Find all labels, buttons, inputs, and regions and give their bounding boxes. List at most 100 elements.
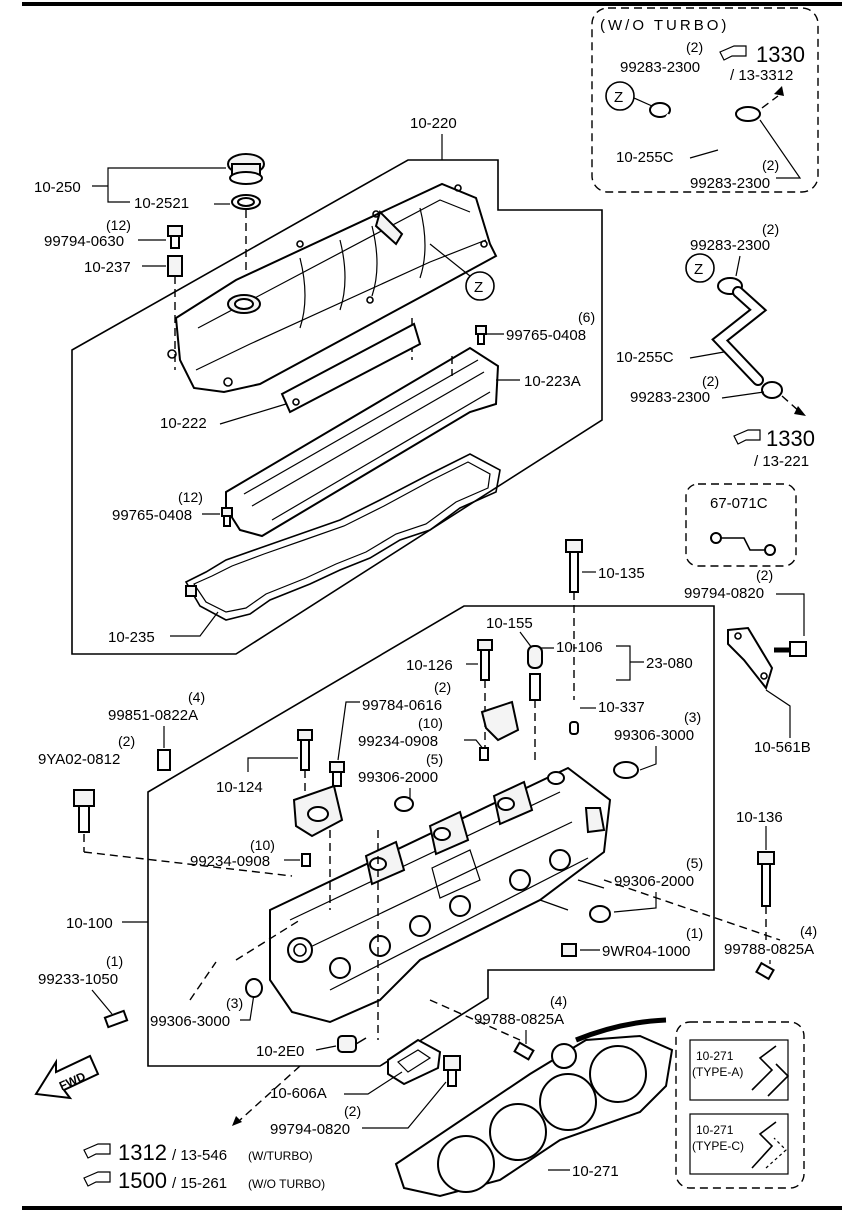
ref-hand-icon-2 [83, 1171, 111, 1187]
plug-9wr04-1000 [561, 943, 577, 957]
fwd-arrow-icon: FWD [34, 1054, 100, 1100]
cover-group-outline [71, 159, 603, 655]
bolt-99765-0408-a-label: 99765-0408 [506, 327, 586, 344]
pin-99234-0908-a [479, 747, 489, 761]
hose-clamp-top-label: 99283-2300 [690, 237, 770, 254]
bolt-10-136 [757, 851, 775, 940]
ref-13-546: / 13-546 [172, 1147, 227, 1164]
fitting-10-2e0-label: 10-2E0 [256, 1043, 304, 1060]
stud-99851-0822a-qty: (4) [188, 689, 205, 705]
plug-99306-2000-b [589, 905, 611, 923]
filler-gasket-label: 10-2521 [134, 195, 189, 212]
ref-1330-right: 1330 [766, 426, 815, 451]
plug-99306-3000-a-label: 99306-3000 [614, 727, 694, 744]
head-group-outline [147, 605, 715, 1067]
plug-99306-3000-b [245, 978, 263, 998]
head-gasket-drawing [394, 1017, 674, 1198]
pin-99234-0908-a-label: 99234-0908 [358, 733, 438, 750]
bolt-10-126 [477, 639, 493, 760]
wo-hose-clamp-top-qty: (2) [686, 39, 703, 55]
bolt-99765-0408-b-qty: (12) [178, 489, 203, 505]
bolt-99794-0630-qty: (12) [106, 217, 131, 233]
bolt-99794-0820-b-qty: (2) [344, 1103, 361, 1119]
bracket-10-561b: (2) 99794-0820 10-561B [684, 567, 811, 756]
stud-99851-0822a [157, 749, 171, 771]
cam-cap-front [292, 784, 344, 838]
ref-1500: 1500 [118, 1168, 167, 1193]
baffle-plate-label: 10-223A [524, 373, 581, 390]
wo-hose-label: 10-255C [616, 149, 674, 166]
filler-cap-label: 10-250 [34, 179, 81, 196]
hose-label-right: 10-255C [616, 349, 674, 366]
part-10-106-label: 10-106 [556, 639, 603, 656]
turbo-hose-group: (2) 99283-2300 Z 10-255C (2) 99283-2300 … [616, 221, 815, 470]
stud-99788-0825a-b-label: 99788-0825A [474, 1011, 564, 1028]
pin-99233-1050-qty: (1) [106, 953, 123, 969]
type-a-part-label: 10-271 [696, 1049, 734, 1063]
plug-99306-2000-a [394, 796, 414, 812]
z-letter-cover: Z [474, 279, 483, 296]
bolt-99784-0616-qty: (2) [434, 679, 451, 695]
bolt-9ya02-0812-label: 9YA02-0812 [38, 751, 120, 768]
stud-99788-0825a-r-qty: (4) [800, 923, 817, 939]
plug-99306-2000-b-label: 99306-2000 [614, 873, 694, 890]
wo-hose-clamp-top-label: 99283-2300 [620, 59, 700, 76]
plug-99306-3000-a-qty: (3) [684, 709, 701, 725]
plug-9wr04-1000-qty: (1) [686, 925, 703, 941]
stud-99851-0822a-label: 99851-0822A [108, 707, 198, 724]
z-letter-right: Z [694, 261, 703, 278]
wo-turbo-box: (W/O TURBO) (2) 99283-2300 1330 / 13-331… [591, 7, 819, 193]
bolt-99784-0616 [329, 761, 345, 787]
plug-99306-3000-b-label: 99306-3000 [150, 1013, 230, 1030]
wo-hose-drawing [649, 86, 784, 153]
pin-99234-0908-a-qty: (10) [418, 715, 443, 731]
wo-z-marker [605, 81, 635, 111]
head-gasket-label: 10-271 [572, 1163, 619, 1180]
bolt-99794-0820-r-label: 99794-0820 [684, 585, 764, 602]
stud-99788-0825a-b-qty: (4) [550, 993, 567, 1009]
plug-99306-3000-b-qty: (3) [226, 995, 243, 1011]
seal-washer [167, 255, 183, 370]
stud-99788-0825a-b [513, 1041, 535, 1061]
cover-gasket-label: 10-235 [108, 629, 155, 646]
bottom-refs: 1312 / 13-546 (W/TURBO) 1500 / 15-261 (W… [83, 1140, 325, 1193]
bolt-99765-0408-b [221, 507, 233, 527]
plug-99306-3000-a [613, 761, 639, 779]
head-bolt-10-135-label: 10-135 [598, 565, 645, 582]
bracket-67-071c-label: 67-071C [710, 495, 768, 512]
bolt-10-136-label: 10-136 [736, 809, 783, 826]
bolt-99784-0616-label: 99784-0616 [362, 697, 442, 714]
plug-99306-2000-a-label: 99306-2000 [358, 769, 438, 786]
wo-hose-clamp-bot-qty: (2) [762, 157, 779, 173]
gasket-10-606a-label: 10-606A [270, 1085, 327, 1102]
plug-99306-2000-a-qty: (5) [426, 751, 443, 767]
hose-clamp-bot-qty: (2) [702, 373, 719, 389]
type-c-part-label: 10-271 [696, 1123, 734, 1137]
seal-washer-label: 10-237 [84, 259, 131, 276]
bolt-99794-0630-label: 99794-0630 [44, 233, 124, 250]
cam-cap-upper [480, 700, 520, 742]
kit-23-080-label: 23-080 [646, 655, 693, 672]
gasket-plate-drawing [280, 322, 422, 414]
z-marker-right [685, 253, 715, 283]
ref-13-221: / 13-221 [754, 453, 809, 470]
gasket-10-606a [387, 1038, 442, 1086]
bolt-99794-0630 [167, 225, 183, 249]
stud-99788-0825a-r [755, 961, 775, 981]
cover-gasket-drawing [184, 453, 501, 621]
ref-hand-icon-right [733, 429, 761, 445]
bracket-10-561b-label: 10-561B [754, 739, 811, 756]
valve-guide [527, 645, 543, 760]
wo-ref-hand-icon [719, 45, 747, 61]
oil-filler-cap [227, 153, 265, 300]
type-c-label: (TYPE-C) [692, 1139, 744, 1153]
type-a-label: (TYPE-A) [692, 1065, 743, 1079]
pin-99234-0908-b-label: 99234-0908 [190, 853, 270, 870]
bolt-9ya02-0812-qty: (2) [118, 733, 135, 749]
cylinder-head-drawing [189, 766, 781, 1041]
fitting-10-2e0 [337, 1035, 367, 1053]
gasket-plate-label: 10-222 [160, 415, 207, 432]
bolt-99765-0408-b-label: 99765-0408 [112, 507, 192, 524]
ref-wo-turbo-note: (W/O TURBO) [248, 1177, 325, 1191]
